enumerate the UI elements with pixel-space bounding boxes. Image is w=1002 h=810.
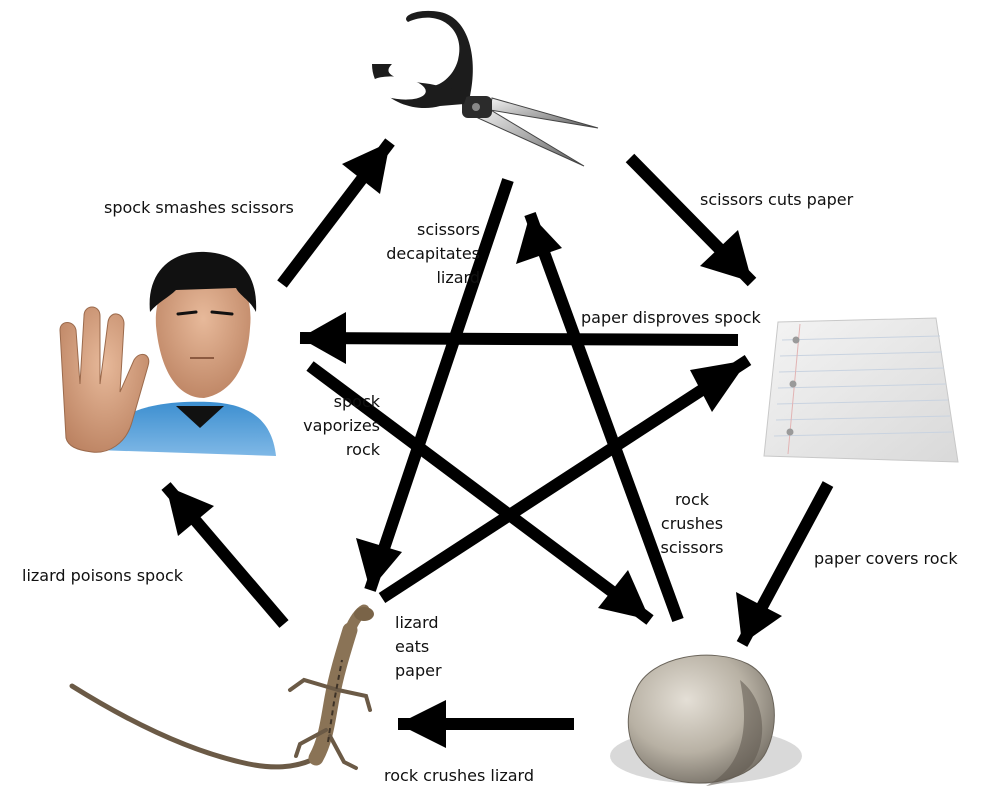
label-scissors-cuts-paper: scissors cuts paper	[700, 190, 854, 209]
label-rock-crushes-scissors: rock crushes scissors	[660, 490, 724, 557]
label-lizard-eats-paper: lizard eats paper	[395, 613, 442, 680]
scissors-icon	[370, 10, 599, 167]
arrow-lizard-poisons-spock	[161, 482, 289, 628]
spock-icon	[59, 251, 276, 456]
arrow-rock-crushes-scissors	[516, 211, 684, 623]
label-spock-smashes-scissors: spock smashes scissors	[104, 198, 294, 217]
label-paper-disproves-spock: paper disproves spock	[581, 308, 761, 327]
label-spock-vaporizes-rock: spock vaporizes rock	[303, 392, 380, 459]
rock-icon	[610, 654, 802, 786]
paper-icon	[763, 317, 959, 463]
arrow-spock-smashes-scissors	[277, 138, 395, 288]
label-scissors-decapitates-lizard: scissors decapitates lizard	[386, 220, 480, 287]
label-lizard-poisons-spock: lizard poisons spock	[22, 566, 184, 585]
label-paper-covers-rock: paper covers rock	[814, 549, 958, 568]
arrow-rock-crushes-lizard	[398, 700, 574, 748]
arrow-paper-covers-rock	[736, 481, 834, 647]
arrow-spock-vaporizes-rock	[306, 361, 654, 625]
lizard-icon	[69, 604, 374, 770]
label-rock-crushes-lizard: rock crushes lizard	[384, 766, 534, 785]
arrow-scissors-cuts-paper	[625, 153, 757, 287]
arrow-scissors-decapitates-lizard	[356, 178, 514, 592]
arrow-paper-disproves-spock	[299, 312, 739, 364]
arrow-lizard-eats-paper	[378, 354, 752, 604]
